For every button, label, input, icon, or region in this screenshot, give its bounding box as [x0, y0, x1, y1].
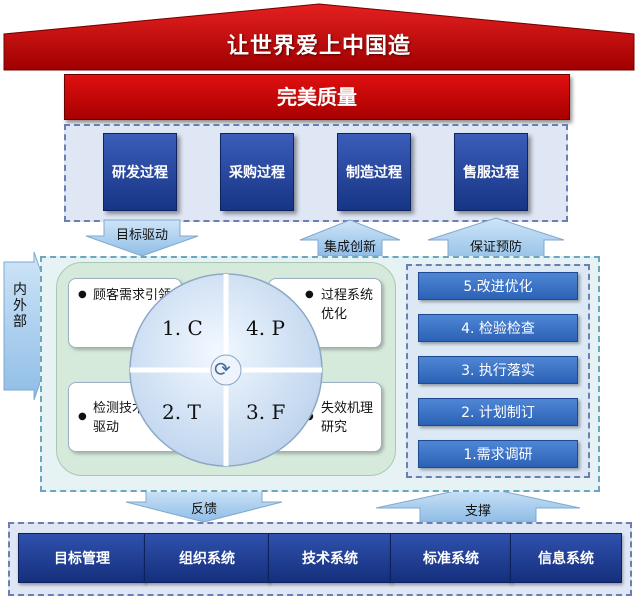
step-execute: 3. 执行落实	[418, 356, 578, 384]
system-technology: 技术系统	[268, 533, 392, 583]
label-integrated-innovation: 集成创新	[323, 240, 376, 255]
process-after-sales: 售服过程	[454, 133, 528, 211]
process-manufacturing: 制造过程	[337, 133, 411, 211]
label-feedback: 反馈	[190, 502, 217, 517]
system-goal-management: 目标管理	[18, 533, 146, 583]
quadrant-label-f: 3. F	[246, 400, 286, 424]
bullet: ●	[78, 289, 87, 300]
arrow-support	[375, 485, 581, 523]
system-organization: 组织系统	[144, 533, 270, 583]
step-research: 1.需求调研	[418, 440, 578, 468]
step-improve: 5.改进优化	[418, 272, 578, 300]
process-purchasing: 采购过程	[220, 133, 294, 211]
quadrant-label-c: 1. C	[162, 316, 203, 340]
label-assurance-prevention: 保证预防	[469, 240, 522, 255]
quadrant-label-p: 4. P	[246, 316, 285, 340]
label-support: 支撑	[464, 504, 491, 519]
roof	[3, 3, 635, 71]
quadrant-label-t: 2. T	[162, 400, 201, 424]
system-standards: 标准系统	[390, 533, 512, 583]
quality-banner: 完美质量	[64, 74, 570, 120]
quadrant-text-p: 过程系统优化	[321, 288, 374, 322]
process-rd: 研发过程	[103, 133, 177, 211]
arrow-integrated-innovation	[299, 219, 401, 257]
roof-title: 让世界爱上中国造	[226, 34, 411, 59]
quadrant-text-f: 失效机理研究	[321, 401, 374, 435]
pdca-circle	[129, 273, 323, 467]
bullet: ●	[78, 411, 87, 422]
quadrant-text-c: 顾客需求引领	[93, 288, 172, 303]
arrow-target-driven	[85, 219, 199, 257]
step-plan: 2. 计划制订	[418, 398, 578, 426]
bullet: ●	[305, 289, 314, 300]
label-target-driven: 目标驱动	[115, 228, 168, 243]
step-inspect: 4. 检验检查	[418, 314, 578, 342]
quadrant-text-t: 检测技术驱动	[93, 401, 146, 435]
side-label: 内外部	[13, 282, 27, 330]
system-information: 信息系统	[510, 533, 622, 583]
cycle-icon: ⟳	[214, 357, 231, 381]
